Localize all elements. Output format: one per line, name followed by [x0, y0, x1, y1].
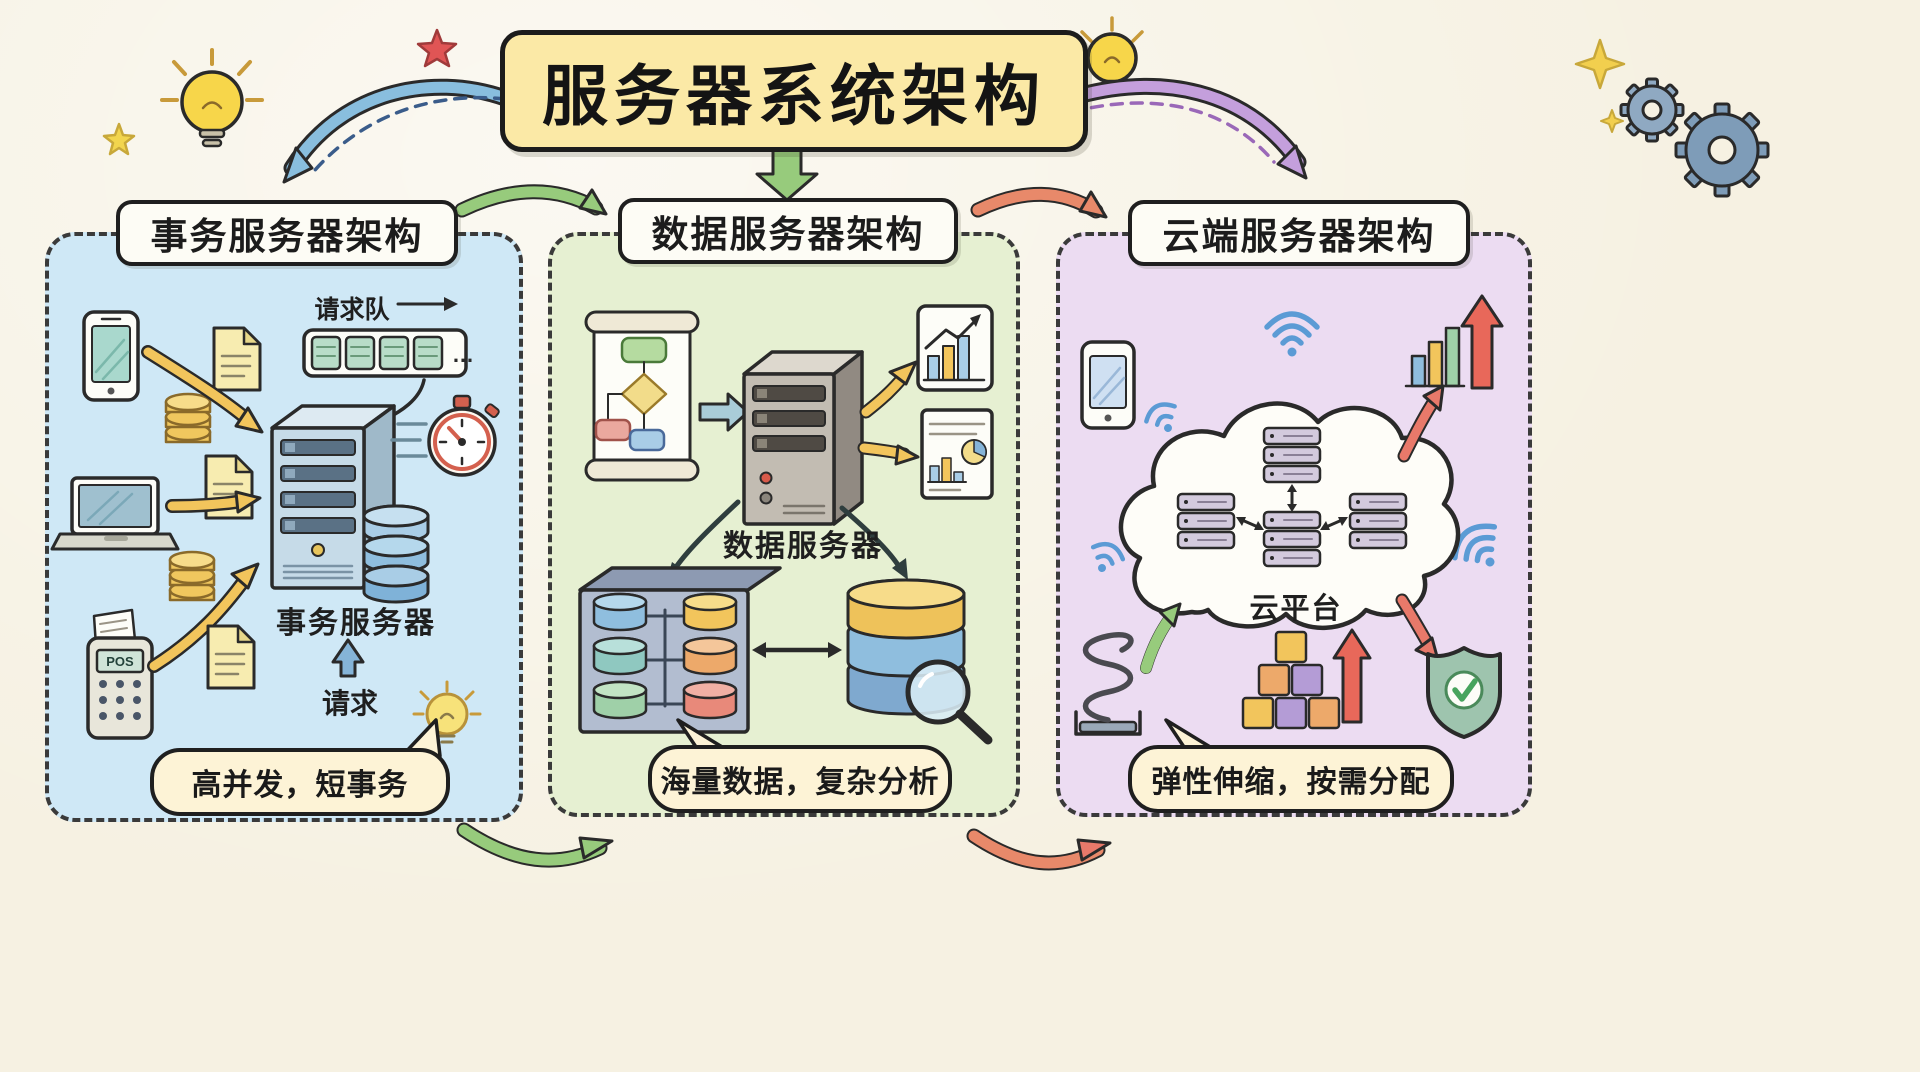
- page-title: 服务器系统架构: [500, 30, 1088, 152]
- star-icon: [102, 122, 136, 156]
- header-transaction-server: 事务服务器架构: [116, 200, 458, 266]
- speech-bubble-cloud: 弹性伸缩，按需分配: [1128, 745, 1454, 813]
- arrow-data-to-cloud-bottom: [966, 828, 1112, 871]
- sparkle-icon: [1574, 38, 1626, 90]
- gear-icon: [1674, 102, 1770, 198]
- lightbulb-icon: [1080, 16, 1144, 95]
- arrow-transaction-to-data-bottom: [456, 822, 614, 868]
- speech-bubble-data: 海量数据，复杂分析: [648, 745, 952, 813]
- request-label: 请求: [321, 688, 378, 719]
- arrow-transaction-to-data: [454, 184, 608, 218]
- header-data-server: 数据服务器架构: [618, 198, 958, 264]
- cloud-platform-label: 云平台: [1249, 593, 1343, 625]
- header-cloud-server: 云端服务器架构: [1128, 200, 1470, 266]
- panel-cloud-server: [1056, 232, 1532, 817]
- speech-bubble-transaction: 高并发，短事务: [150, 748, 450, 816]
- panel-transaction-server: [45, 232, 523, 822]
- request-queue-label: 请求队: [314, 296, 390, 324]
- gear-icon: [1619, 77, 1685, 143]
- arrow-title-to-cloud: [1069, 78, 1308, 180]
- arrow-data-to-cloud: [970, 186, 1108, 219]
- star-icon: [416, 28, 458, 68]
- lightbulb-icon: [160, 48, 264, 148]
- transaction-server-label: 事务服务器: [276, 607, 436, 640]
- arrow-title-to-data: [755, 148, 819, 202]
- data-server-label: 数据服务器: [723, 530, 883, 563]
- sparkle-icon: [1600, 109, 1624, 133]
